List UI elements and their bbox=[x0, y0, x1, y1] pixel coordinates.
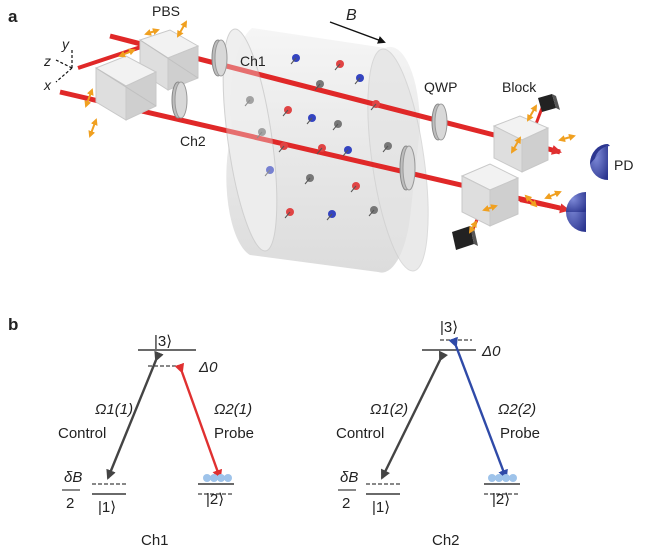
panel-a: a y z x bbox=[8, 3, 633, 273]
coordinate-axes: y z x bbox=[43, 36, 73, 93]
beam-block-icon bbox=[452, 226, 478, 250]
atom-spin-arrow bbox=[314, 83, 321, 91]
photodetector-icon bbox=[590, 144, 610, 181]
control-rabi-label: Ω1(1) bbox=[95, 401, 133, 418]
panel-b-label: b bbox=[8, 315, 18, 334]
atom-spin-arrow bbox=[304, 177, 311, 185]
control-label: Control bbox=[336, 425, 384, 442]
atom-spin-arrow bbox=[284, 211, 291, 219]
level-1-label: |1⟩ bbox=[372, 499, 390, 516]
control-transition-arrow bbox=[106, 350, 164, 480]
magnetic-field-arrow: B bbox=[329, 7, 386, 44]
atom-spin-arrow bbox=[354, 77, 361, 85]
splitting-label: δB bbox=[340, 469, 358, 486]
probe-rabi-label: Ω2(2) bbox=[498, 401, 536, 418]
waveplate-icon bbox=[399, 145, 416, 191]
atoms bbox=[244, 54, 392, 221]
atom-spin-arrow bbox=[282, 109, 289, 117]
probe-transition-arrow bbox=[174, 362, 223, 480]
probe-label: Probe bbox=[500, 425, 540, 442]
z-axis bbox=[55, 59, 73, 69]
level-diagram-ch2: |3⟩ Δ0 Ω1(2) Ω2(2) Control Probe δB 2 |1… bbox=[336, 319, 540, 549]
atom-spin-arrow bbox=[256, 131, 263, 139]
splitting-denominator: 2 bbox=[66, 495, 74, 512]
pbs-label: PBS bbox=[152, 3, 180, 19]
probe-label: Probe bbox=[214, 425, 254, 442]
control-label: Control bbox=[58, 425, 106, 442]
probe-transition-arrow bbox=[448, 336, 508, 480]
atom-spin-arrow bbox=[326, 213, 333, 221]
pd-label: PD bbox=[614, 157, 633, 173]
block-label: Block bbox=[502, 79, 537, 95]
atom-spin-arrow bbox=[264, 169, 271, 177]
atom-spin-arrow bbox=[316, 147, 323, 155]
detuning-label: Δ0 bbox=[481, 343, 501, 360]
panel-b: b |3⟩ Δ0 Ω1(1) Ω2(1) Control Probe δB bbox=[8, 315, 540, 549]
level-3-label: |3⟩ bbox=[154, 333, 172, 350]
axis-x-label: x bbox=[43, 77, 52, 93]
ch2-label: Ch2 bbox=[180, 133, 206, 149]
channel-label: Ch1 bbox=[141, 532, 169, 549]
atom-spin-arrow bbox=[382, 145, 389, 153]
waveplate-icon bbox=[211, 39, 228, 77]
level-1-label: |1⟩ bbox=[98, 499, 116, 516]
splitting-denominator: 2 bbox=[342, 495, 350, 512]
polarizing-beam-splitter-icon bbox=[138, 29, 200, 91]
x-axis bbox=[55, 67, 73, 83]
atom-spin-arrow bbox=[342, 149, 349, 157]
probe-rabi-label: Ω2(1) bbox=[214, 401, 252, 418]
panel-a-label: a bbox=[8, 7, 18, 26]
channel-label: Ch2 bbox=[432, 532, 460, 549]
control-transition-arrow bbox=[380, 350, 449, 480]
polarizing-beam-splitter-icon bbox=[460, 163, 520, 227]
photodetector-icon bbox=[566, 192, 586, 232]
waveplate-icon bbox=[171, 81, 188, 119]
atom-spin-arrow bbox=[350, 185, 357, 193]
atom-spin-arrow bbox=[278, 145, 285, 153]
polarization-arrows bbox=[84, 20, 576, 234]
atom-spin-arrow bbox=[368, 209, 375, 217]
splitting-label: δB bbox=[64, 469, 82, 486]
atom-spin-arrow bbox=[306, 117, 313, 125]
level-2-label: |2⟩ bbox=[206, 491, 224, 508]
b-field-label: B bbox=[346, 7, 357, 24]
level-diagram-ch1: |3⟩ Δ0 Ω1(1) Ω2(1) Control Probe δB 2 |1… bbox=[58, 333, 254, 549]
polarizing-beam-splitter-icon bbox=[94, 55, 158, 121]
axis-z-label: z bbox=[43, 53, 51, 69]
beam-block-icon bbox=[538, 94, 560, 112]
control-rabi-label: Ω1(2) bbox=[370, 401, 408, 418]
atom-spin-arrow bbox=[370, 103, 377, 111]
polarizing-beam-splitter-icon bbox=[492, 115, 550, 173]
atom-spin-arrow bbox=[290, 57, 297, 65]
population-dots bbox=[203, 474, 232, 482]
axis-y-label: y bbox=[61, 36, 70, 52]
atom-spin-arrow bbox=[332, 123, 339, 131]
detuning-label: Δ0 bbox=[198, 359, 218, 376]
ch1-label: Ch1 bbox=[240, 53, 266, 69]
waveplate-icon bbox=[431, 103, 448, 141]
atom-spin-arrow bbox=[244, 99, 251, 107]
level-2-label: |2⟩ bbox=[492, 491, 510, 508]
level-3-label: |3⟩ bbox=[440, 319, 458, 336]
atom-spin-arrow bbox=[334, 63, 341, 71]
qwp-label: QWP bbox=[424, 79, 457, 95]
population-dots bbox=[488, 474, 517, 482]
